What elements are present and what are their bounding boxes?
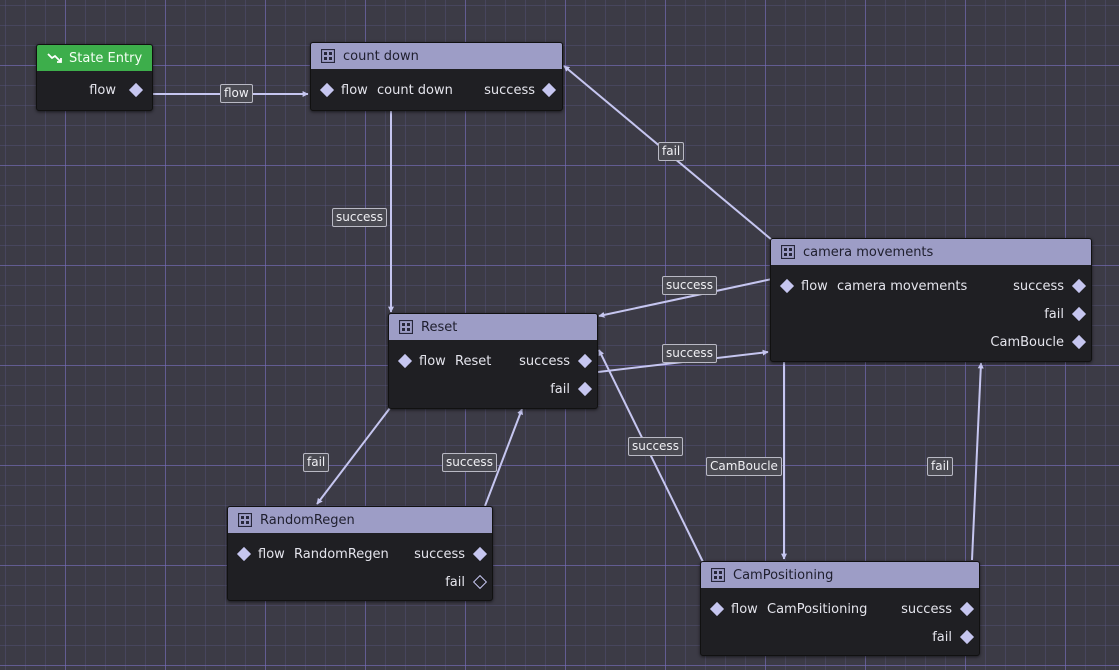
node-title: RandomRegen (260, 512, 355, 528)
input-pin-flow[interactable] (236, 546, 252, 562)
state-grid-icon (710, 567, 726, 583)
node-title: State Entry (69, 50, 143, 66)
node-header[interactable]: CamPositioning (701, 562, 979, 588)
edge-campositioning-fail-to-camera (971, 362, 984, 561)
edge-randomregen-success-to-reset (484, 408, 523, 507)
output-pin-success[interactable] (472, 546, 488, 562)
node-reset[interactable]: Reset flow Reset success fail (388, 313, 598, 409)
node-random-regen[interactable]: RandomRegen flow RandomRegen success fai… (227, 506, 493, 601)
input-pin-flow[interactable] (319, 82, 335, 98)
output-pin-success[interactable] (959, 601, 975, 617)
input-label-flow: flow (801, 278, 828, 294)
node-title: count down (343, 48, 419, 64)
output-label-success: success (414, 546, 465, 562)
output-pin-fail-unconnected[interactable] (472, 574, 488, 590)
node-count-down[interactable]: count down flow count down success (310, 42, 563, 111)
state-grid-icon (237, 512, 253, 528)
node-state-entry[interactable]: State Entry flow (36, 44, 153, 111)
output-label-camboucle: CamBoucle (990, 334, 1064, 350)
output-label-flow: flow (89, 82, 116, 98)
input-label-flow: flow (419, 353, 446, 369)
state-grid-icon (398, 319, 414, 335)
input-label-flow: flow (258, 546, 285, 562)
node-action-label: Reset (455, 353, 492, 369)
output-pin-fail[interactable] (959, 629, 975, 645)
edge-label-success[interactable]: success (332, 208, 387, 227)
node-action-label: CamPositioning (767, 601, 868, 617)
input-pin-flow[interactable] (779, 278, 795, 294)
edge-label-fail[interactable]: fail (658, 142, 685, 161)
output-pin-fail[interactable] (577, 381, 593, 397)
edge-label-fail[interactable]: fail (303, 453, 330, 472)
node-action-label: count down (377, 82, 453, 98)
output-pin-success[interactable] (541, 82, 557, 98)
edge-campositioning-success-to-reset (598, 349, 704, 563)
node-header[interactable]: Reset (389, 314, 597, 340)
edge-label-flow[interactable]: flow (220, 84, 253, 103)
edge-label-camboucle[interactable]: CamBoucle (706, 457, 782, 476)
node-title: Reset (421, 319, 458, 335)
trend-down-icon (47, 51, 62, 65)
node-header[interactable]: State Entry (37, 45, 152, 71)
output-pin-flow[interactable] (128, 82, 144, 98)
edge-label-success[interactable]: success (662, 276, 717, 295)
output-label-success: success (1013, 278, 1064, 294)
output-label-success: success (519, 353, 570, 369)
edge-reset-fail-to-randomregen (316, 407, 391, 505)
state-grid-icon (320, 48, 336, 64)
node-camera-movements[interactable]: camera movements flow camera movements s… (770, 238, 1092, 362)
output-label-fail: fail (932, 629, 952, 645)
edge-label-success[interactable]: success (442, 453, 497, 472)
input-pin-flow[interactable] (709, 601, 725, 617)
output-pin-fail[interactable] (1071, 306, 1087, 322)
output-label-success: success (484, 82, 535, 98)
output-label-success: success (901, 601, 952, 617)
edge-label-success[interactable]: success (628, 437, 683, 456)
edge-camera-success-to-reset (598, 278, 773, 318)
node-header[interactable]: RandomRegen (228, 507, 492, 533)
node-header[interactable]: camera movements (771, 239, 1091, 265)
node-title: camera movements (803, 244, 934, 260)
input-label-flow: flow (341, 82, 368, 98)
node-action-label: camera movements (837, 278, 968, 294)
node-header[interactable]: count down (311, 43, 562, 69)
output-pin-success[interactable] (1071, 278, 1087, 294)
edge-label-fail[interactable]: fail (927, 457, 954, 476)
edge-label-success[interactable]: success (662, 344, 717, 363)
output-pin-success[interactable] (577, 353, 593, 369)
input-pin-flow[interactable] (397, 353, 413, 369)
node-title: CamPositioning (733, 567, 834, 583)
output-label-fail: fail (445, 574, 465, 590)
node-cam-positioning[interactable]: CamPositioning flow CamPositioning succe… (700, 561, 980, 656)
node-action-label: RandomRegen (294, 546, 389, 562)
output-label-fail: fail (550, 381, 570, 397)
output-pin-camboucle[interactable] (1071, 334, 1087, 350)
output-label-fail: fail (1044, 306, 1064, 322)
input-label-flow: flow (731, 601, 758, 617)
state-grid-icon (780, 244, 796, 260)
